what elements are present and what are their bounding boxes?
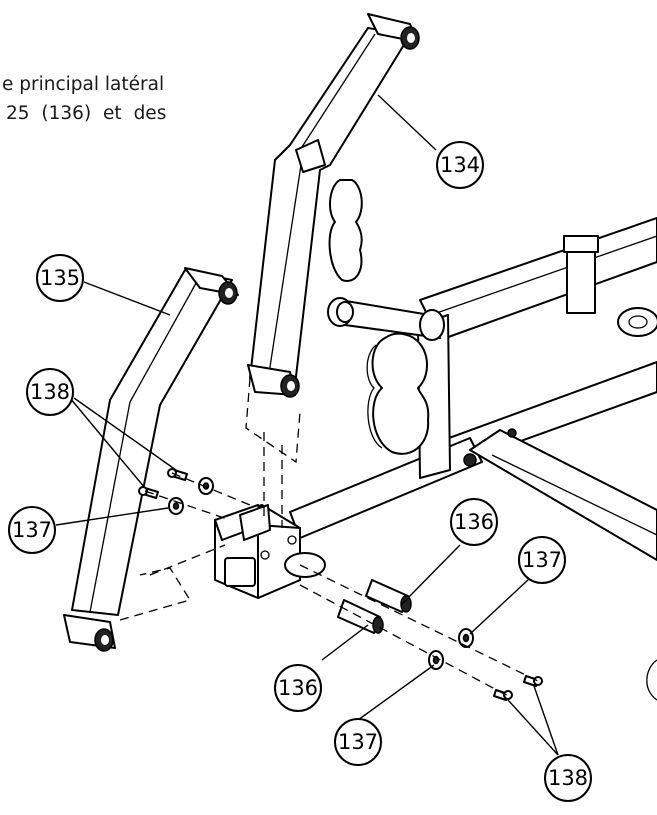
callout-137-left: 137 xyxy=(8,506,56,554)
spacers-136 xyxy=(337,579,412,634)
main-frame xyxy=(289,217,657,701)
callout-138-right: 138 xyxy=(544,754,592,802)
callout-137-right: 137 xyxy=(518,536,566,584)
callout-134: 134 xyxy=(436,141,484,189)
upper-arm-134 xyxy=(247,13,420,398)
callout-label-134: 134 xyxy=(440,153,480,177)
washers-137 xyxy=(168,477,474,670)
callout-138-left: 138 xyxy=(26,368,74,416)
callout-label-137-left: 137 xyxy=(12,518,52,542)
callout-label-138-right: 138 xyxy=(548,766,588,790)
lower-arm-135 xyxy=(63,267,239,652)
assembly-guide-lines xyxy=(119,377,541,698)
pivot-bracket xyxy=(214,504,326,599)
callout-label-136-top: 136 xyxy=(454,510,494,534)
callout-label-137-bottom: 137 xyxy=(338,730,378,754)
instruction-line-2: 25 (136) et des xyxy=(6,103,167,124)
callout-135: 135 xyxy=(36,254,84,302)
instruction-line-1: e principal latéral xyxy=(2,74,165,95)
callout-136-top: 136 xyxy=(450,498,498,546)
leader-lines xyxy=(55,94,559,756)
callout-label-136-bottom: 136 xyxy=(278,676,318,700)
callout-label-138-left: 138 xyxy=(30,380,70,404)
callout-137-bottom: 137 xyxy=(334,718,382,766)
callout-136-bottom: 136 xyxy=(274,664,322,712)
cam-plate xyxy=(366,332,430,455)
callout-label-137-right: 137 xyxy=(522,548,562,572)
callout-label-135: 135 xyxy=(40,266,80,290)
pivot-arm xyxy=(327,297,445,341)
